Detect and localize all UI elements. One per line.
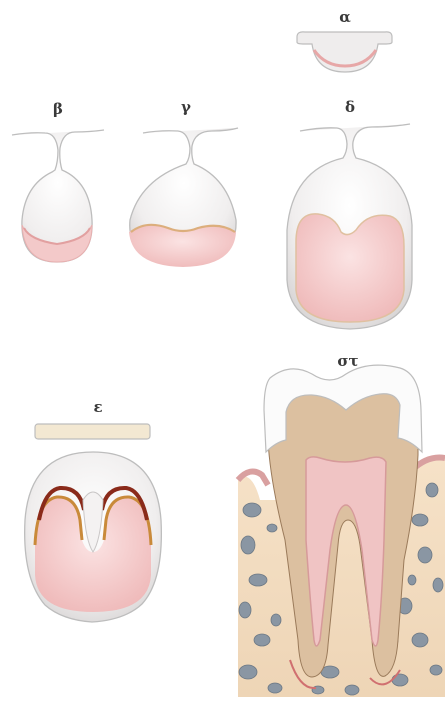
stage-beta-bud [12, 130, 104, 262]
label-alpha: α [325, 8, 365, 26]
label-delta: δ [330, 98, 370, 116]
stage-gamma-cap [129, 128, 238, 267]
stage-delta-bell [287, 124, 412, 329]
label-gamma: γ [166, 98, 206, 116]
label-beta: β [38, 100, 78, 118]
label-epsilon: ε [78, 398, 118, 416]
stage-alpha-lamina [297, 32, 392, 72]
stage-epsilon-late-bell [25, 424, 162, 622]
stage-sigma-tau-tooth [238, 365, 445, 697]
label-sigma-tau: στ [328, 352, 368, 370]
